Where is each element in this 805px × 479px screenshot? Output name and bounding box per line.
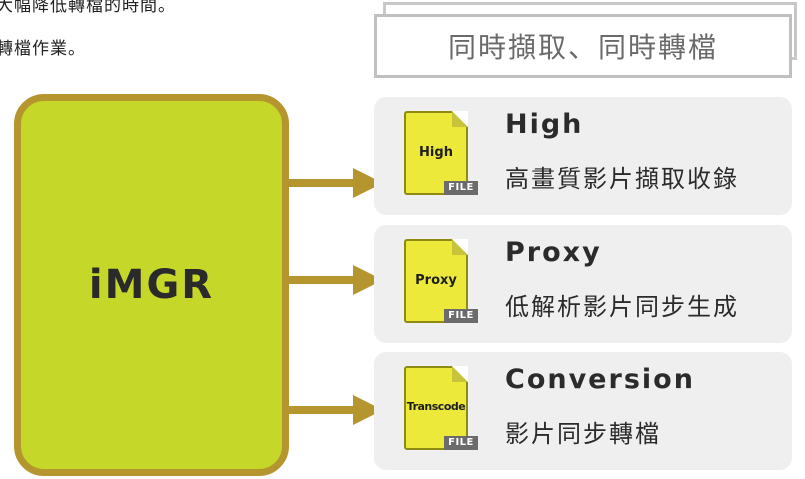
card-conversion: Transcode FILE Conversion 影片同步轉檔 bbox=[374, 352, 792, 470]
imgr-box: iMGR bbox=[14, 94, 289, 476]
file-label: High bbox=[419, 145, 453, 160]
card-description: 低解析影片同步生成 bbox=[505, 293, 739, 321]
card-title: Proxy bbox=[505, 237, 602, 268]
file-tag: FILE bbox=[444, 309, 478, 323]
header-box: 同時擷取、同時轉檔 bbox=[374, 14, 792, 78]
file-label: Transcode bbox=[406, 400, 466, 413]
arrow-to-proxy bbox=[289, 265, 383, 295]
file-icon: Transcode FILE bbox=[400, 366, 478, 456]
arrow-to-conversion bbox=[289, 395, 383, 425]
file-icon: High FILE bbox=[400, 111, 478, 201]
header-title: 同時擷取、同時轉檔 bbox=[447, 31, 718, 64]
card-high: High FILE High 高畫質影片擷取收錄 bbox=[374, 97, 792, 215]
intro-line-1: 大幅降低轉檔的時間。 bbox=[0, 0, 176, 16]
imgr-label: iMGR bbox=[88, 262, 215, 308]
arrow-to-high bbox=[289, 168, 383, 198]
file-tag: FILE bbox=[444, 181, 478, 195]
card-title: High bbox=[505, 109, 584, 140]
file-icon: Proxy FILE bbox=[400, 239, 478, 329]
card-proxy: Proxy FILE Proxy 低解析影片同步生成 bbox=[374, 225, 792, 343]
file-label: Proxy bbox=[415, 273, 457, 288]
file-tag: FILE bbox=[444, 436, 478, 450]
card-description: 高畫質影片擷取收錄 bbox=[505, 165, 739, 193]
card-title: Conversion bbox=[505, 364, 695, 395]
intro-line-2: 轉檔作業。 bbox=[0, 39, 86, 59]
card-description: 影片同步轉檔 bbox=[505, 420, 661, 448]
